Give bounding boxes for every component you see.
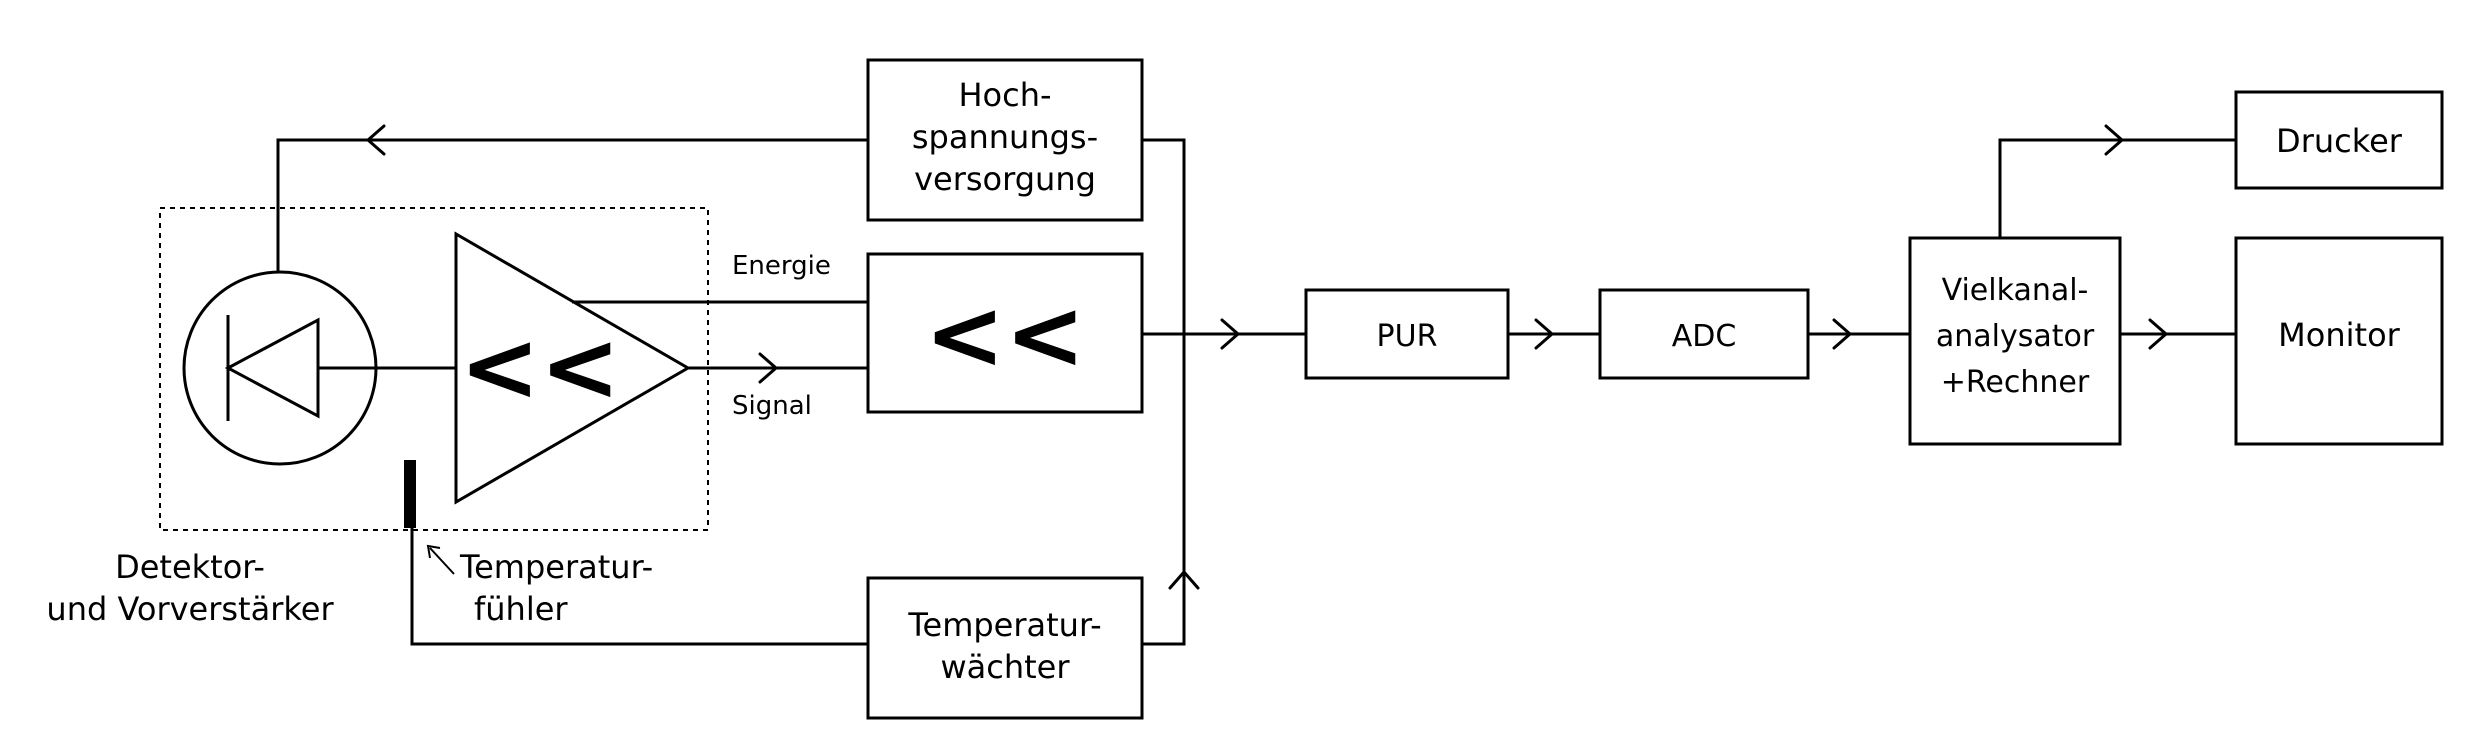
adc-label: ADC xyxy=(1672,319,1737,354)
mca-line-3: +Rechner xyxy=(1941,365,2090,400)
hv-supply-line-3: versorgung xyxy=(914,160,1096,198)
tempguard-line-2: wächter xyxy=(940,648,1070,686)
pur-box: PUR xyxy=(1304,288,1510,380)
pur-label: PUR xyxy=(1377,319,1438,354)
hv-supply-line-1: Hoch- xyxy=(958,76,1051,114)
hv-supply-line-2: spannungs- xyxy=(912,118,1098,156)
arrowhead-to-monitor xyxy=(2148,318,2168,350)
mca-line-2: analysator xyxy=(1936,319,2095,354)
mca-to-printer-line xyxy=(1998,138,2236,238)
signal-label: Signal xyxy=(732,391,812,421)
monitor-box: Monitor xyxy=(2234,236,2444,446)
arrowhead-tempguard-up xyxy=(1168,570,1200,590)
sensor-to-tempguard-line xyxy=(410,528,868,646)
tempguard-to-bus-line xyxy=(1142,572,1186,646)
printer-label: Drucker xyxy=(2276,122,2403,160)
energie-label: Energie xyxy=(732,251,831,281)
hv-feedback-line xyxy=(1142,138,1186,578)
adc-box: ADC xyxy=(1598,288,1810,380)
temperature-sensor xyxy=(404,460,416,528)
arrowhead-to-pur xyxy=(1220,318,1240,350)
arrowhead-to-mca xyxy=(1832,318,1852,350)
hv-to-detector-line xyxy=(276,138,868,272)
mca-box: Vielkanal- analysator +Rechner xyxy=(1908,236,2122,446)
mca-line-1: Vielkanal- xyxy=(1942,273,2089,308)
monitor-label: Monitor xyxy=(2278,316,2400,354)
sensor-pointer xyxy=(426,544,455,575)
printer-box: Drucker xyxy=(2234,90,2444,190)
tempguard-line-1: Temperatur- xyxy=(907,606,1101,644)
preamp-triangle: << xyxy=(454,231,691,505)
sensor-caption-line-1: Temperatur- xyxy=(459,548,653,586)
shaper-amplifier-box: << xyxy=(866,252,1144,414)
arrowhead-to-adc xyxy=(1534,318,1554,350)
arrowhead-hv-to-detector xyxy=(366,124,386,156)
hv-supply-box: Hoch- spannungs- versorgung xyxy=(866,58,1144,222)
detector-caption-line-2: und Vorverstärker xyxy=(46,590,334,628)
sensor-caption-line-2: fühler xyxy=(474,590,568,628)
detector-preamp-enclosure xyxy=(159,207,709,531)
preamp-symbol: << xyxy=(460,311,621,423)
shaper-symbol: << xyxy=(925,279,1086,391)
detector-caption-line-1: Detektor- xyxy=(115,548,265,586)
arrowhead-to-printer xyxy=(2104,124,2124,156)
temperature-guard-box: Temperatur- wächter xyxy=(866,576,1144,720)
arrowhead-signal xyxy=(758,352,778,384)
